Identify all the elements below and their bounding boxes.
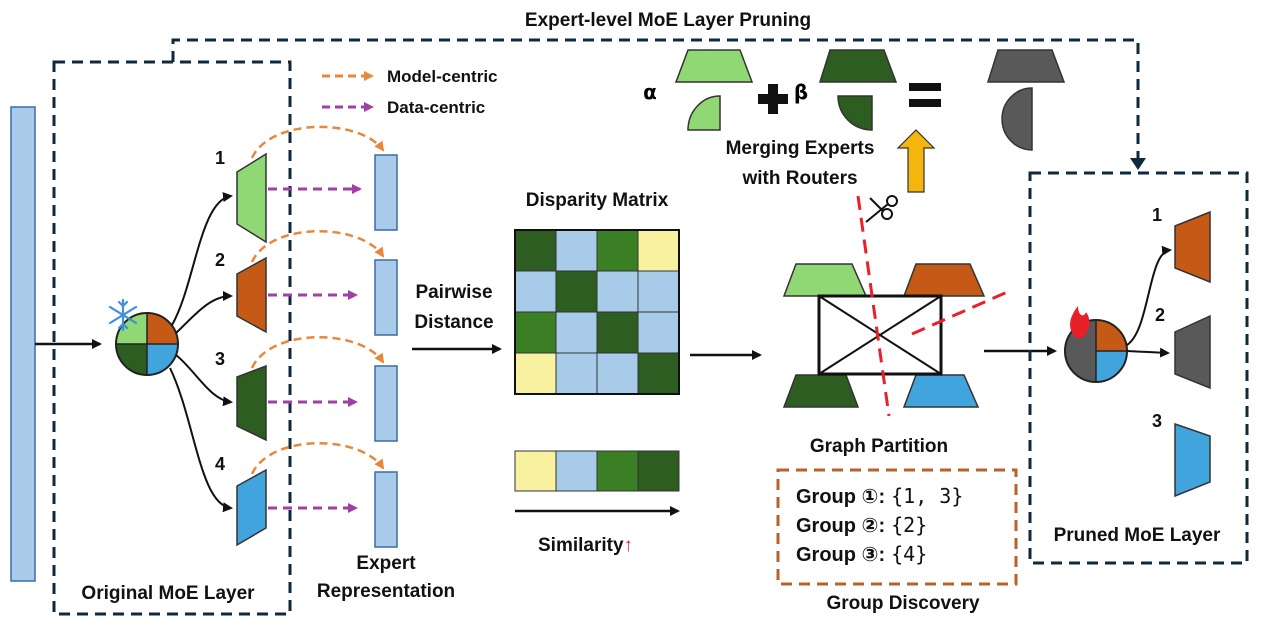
legend-data-centric-label: Data-centric — [387, 98, 485, 117]
pruned-number-1: 1 — [1152, 205, 1162, 225]
model-centric-arcs — [250, 125, 385, 475]
matrix-cell — [596, 311, 639, 354]
expert-representation-3 — [374, 365, 398, 442]
group-3-row: Group ③:{4} — [796, 542, 927, 566]
matrix-cell — [555, 352, 598, 395]
similarity-cell — [637, 450, 680, 492]
expert-number-4: 4 — [215, 454, 225, 474]
matrix-cell — [637, 229, 680, 272]
pruned-router-branches — [1126, 245, 1172, 358]
partition-cut-lines — [856, 195, 1013, 417]
pruned-number-3: 3 — [1152, 411, 1162, 431]
merge-router-light-green — [687, 95, 721, 131]
graph-partition — [782, 263, 986, 408]
original-moe-layer-label: Original MoE Layer — [81, 583, 255, 604]
group-2-row: Group ②:{2} — [796, 513, 927, 537]
matrix-cell — [514, 352, 557, 395]
expert-number-2: 2 — [215, 250, 225, 270]
similarity-cell — [514, 450, 557, 492]
matrix-cell — [514, 311, 557, 354]
matrix-cell — [514, 270, 557, 313]
merge-expert-light-green — [674, 49, 754, 83]
expert-representation-2 — [374, 259, 398, 336]
snowflake-icon — [108, 298, 138, 332]
pruned-number-2: 2 — [1155, 305, 1165, 325]
matrix-cell — [596, 270, 639, 313]
scissors-icon — [865, 195, 898, 223]
similarity-cell — [555, 450, 598, 492]
pruning-feedback-path — [171, 38, 1140, 160]
merging-label-line1: Merging Experts — [726, 138, 875, 159]
matrix-cell — [637, 311, 680, 354]
up-arrow-icon — [896, 129, 936, 193]
merged-router — [1001, 87, 1033, 151]
graph-partition-label: Graph Partition — [810, 436, 948, 457]
matrix-cell — [637, 352, 680, 395]
beta-symbol: β — [794, 80, 808, 104]
graph-node-expert-3 — [782, 374, 860, 408]
graph-node-expert-2 — [902, 263, 986, 297]
matrix-cell — [514, 229, 557, 272]
pruned-router-pie — [1064, 319, 1128, 383]
matrix-cell — [596, 229, 639, 272]
alpha-symbol: α — [643, 80, 657, 104]
pairwise-label-line2: Distance — [414, 312, 493, 333]
expert-3-trapezoid — [236, 364, 267, 442]
group-1-row: Group ①:{1, 3} — [796, 484, 963, 508]
graph-edges-box — [817, 294, 943, 376]
matrix-border — [514, 229, 680, 395]
feedback-arrowhead — [1130, 158, 1146, 170]
graph-node-expert-1 — [782, 263, 868, 297]
pairwise-label-line1: Pairwise — [415, 282, 492, 303]
group-discovery-label: Group Discovery — [826, 593, 980, 614]
original-moe-layer-box — [52, 60, 292, 616]
expert-1-trapezoid — [236, 152, 267, 244]
pruned-expert-3 — [1174, 422, 1211, 498]
expert-4-trapezoid — [236, 468, 267, 547]
expert-representation-1 — [374, 154, 398, 231]
input-token-bar — [10, 106, 36, 582]
expert-2-trapezoid — [236, 256, 267, 334]
merge-router-dark-green — [837, 95, 873, 131]
pruned-moe-layer-box — [1028, 171, 1249, 565]
merging-label-line2: with Routers — [741, 168, 857, 189]
expert-number-1: 1 — [215, 148, 225, 168]
expert-representation-4 — [374, 471, 398, 548]
fire-icon — [1070, 306, 1090, 338]
similarity-cell — [596, 450, 639, 492]
pruned-expert-2 — [1174, 314, 1211, 390]
merged-expert — [986, 49, 1066, 83]
matrix-cell — [637, 270, 680, 313]
data-centric-arrows — [268, 184, 362, 513]
expert-repr-label-line1: Expert — [356, 553, 416, 574]
merge-expert-dark-green — [818, 49, 898, 83]
expert-number-3: 3 — [215, 349, 225, 369]
matrix-cell — [596, 352, 639, 395]
disparity-matrix-title: Disparity Matrix — [526, 190, 669, 211]
router-pie — [115, 312, 179, 376]
matrix-cell — [555, 229, 598, 272]
pruned-expert-1 — [1174, 210, 1211, 284]
legend-model-centric-label: Model-centric — [387, 67, 498, 86]
similarity-bar — [514, 450, 680, 492]
graph-node-expert-4 — [902, 374, 980, 408]
diagram-title: Expert-level MoE Layer Pruning — [525, 10, 811, 31]
group-discovery-box — [776, 468, 1018, 586]
matrix-cell — [555, 270, 598, 313]
router-branches — [169, 192, 233, 513]
pruned-moe-layer-label: Pruned MoE Layer — [1054, 525, 1221, 546]
expert-repr-label-line2: Representation — [317, 581, 455, 602]
equals-icon — [909, 83, 941, 107]
disparity-matrix — [514, 229, 680, 395]
similarity-label: Similarity↑ — [538, 535, 633, 556]
plus-icon — [758, 84, 788, 114]
matrix-cell — [555, 311, 598, 354]
